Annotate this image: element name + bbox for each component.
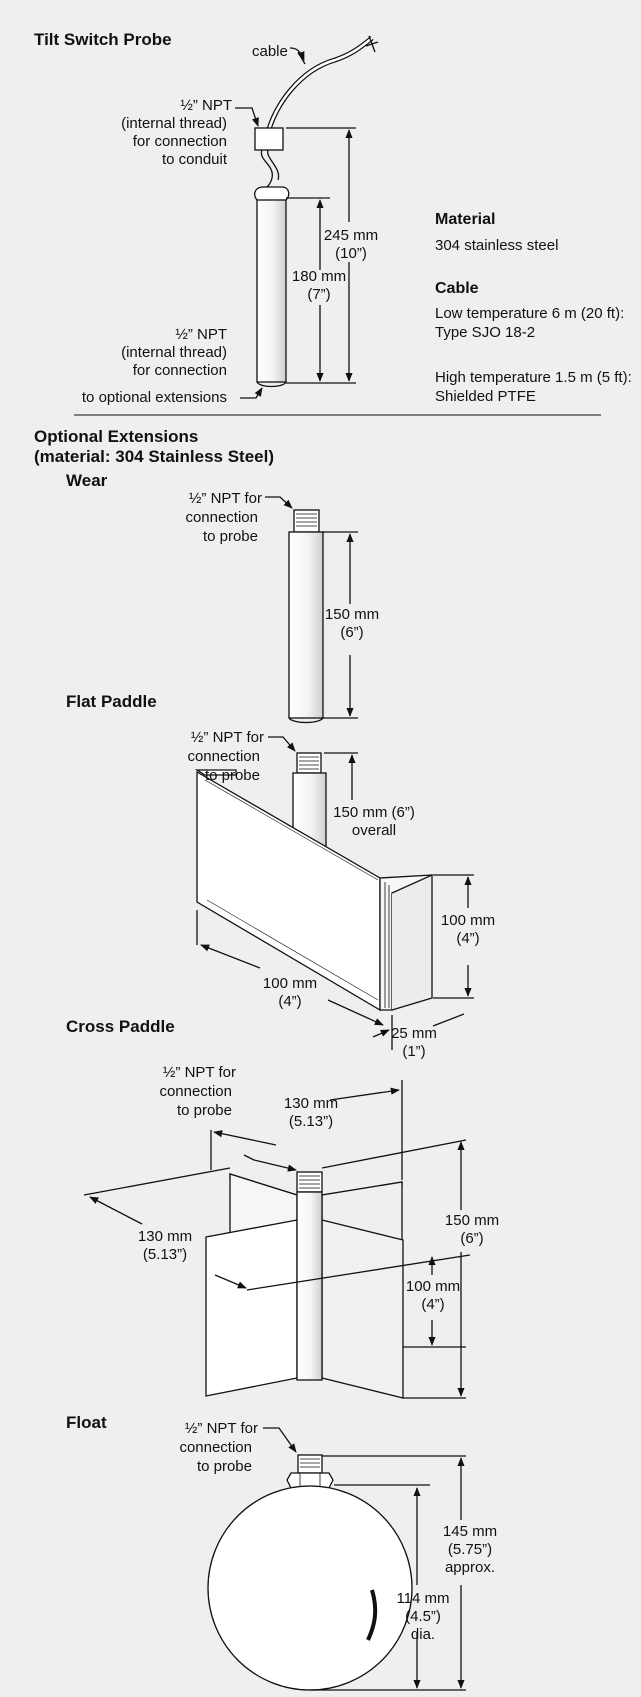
cross-dim-top-2: (5.13”) (288, 1113, 334, 1130)
top-conn-line-2: (internal thread) (121, 115, 227, 132)
material-value: 304 stainless steel (435, 237, 559, 254)
flat-paddle-title: Flat Paddle (66, 692, 157, 711)
material-title: Material (435, 211, 496, 228)
top-conn-line-1: ½” NPT (180, 97, 232, 114)
flat-dim-width-1: 100 mm (262, 975, 318, 992)
wear-dim-1: 150 mm (324, 606, 380, 623)
cable-low-temp-1: Low temperature 6 m (20 ft): (435, 305, 625, 322)
bottom-conn-line-3: for connection (132, 362, 227, 379)
flat-dim-overall-1: 150 mm (6”) (333, 804, 415, 821)
flat-paddle-drawing (194, 736, 474, 1050)
flat-dim-height-1: 100 mm (440, 912, 496, 929)
flat-dim-width-2: (4”) (278, 993, 302, 1010)
cross-dim-top-1: 130 mm (283, 1095, 339, 1112)
float-dim-114-3: dia. (410, 1626, 436, 1643)
wear-conn-1: ½” NPT for (188, 490, 262, 507)
float-dim-145-1: 145 mm (442, 1523, 498, 1540)
cross-paddle-drawing (83, 1080, 471, 1399)
wear-conn-3: to probe (202, 528, 258, 545)
wear-extension-drawing (265, 496, 358, 724)
extensions-subtitle: (material: 304 Stainless Steel) (34, 447, 275, 466)
top-conn-line-3: for connection (132, 133, 227, 150)
float-dim-145-3: approx. (444, 1559, 496, 1576)
flat-dim-height-2: (4”) (456, 930, 480, 947)
cross-dim-left-1: 130 mm (137, 1228, 193, 1245)
float-conn-1: ½” NPT for (184, 1420, 258, 1437)
wear-title: Wear (66, 471, 108, 490)
flat-dim-depth-2: (1”) (402, 1043, 426, 1060)
top-conn-line-4: to conduit (161, 151, 227, 168)
cable-low-temp-2: Type SJO 18-2 (435, 324, 536, 341)
cross-dim-100-1: 100 mm (405, 1278, 461, 1295)
cross-conn-3: to probe (176, 1102, 232, 1119)
dim-180-line-1: 180 mm (291, 268, 347, 285)
cable-label: cable (252, 43, 288, 60)
bottom-conn-line-2: (internal thread) (121, 344, 227, 361)
wear-conn-2: connection (185, 509, 258, 526)
float-dim-114-2: (4.5”) (405, 1608, 441, 1625)
float-dim-145-2: (5.75”) (447, 1541, 493, 1558)
float-conn-2: connection (179, 1439, 252, 1456)
flat-conn-1: ½” NPT for (190, 729, 264, 746)
float-title: Float (66, 1413, 107, 1432)
bottom-conn-line-4: to optional extensions (81, 389, 227, 406)
cross-dim-left-2: (5.13”) (142, 1246, 188, 1263)
dim-245-line-1: 245 mm (323, 227, 379, 244)
flat-conn-3: to probe (204, 767, 260, 784)
flat-conn-2: connection (187, 748, 260, 765)
wear-dim-2: (6”) (340, 624, 364, 641)
cross-dim-150-2: (6”) (460, 1230, 484, 1247)
cross-conn-1: ½” NPT for (162, 1064, 236, 1081)
cable-high-temp-1: High temperature 1.5 m (5 ft): (435, 369, 632, 386)
float-conn-3: to probe (196, 1458, 252, 1475)
float-dim-114-1: 114 mm (396, 1590, 450, 1607)
flat-dim-overall-2: overall (351, 822, 397, 839)
probe-title: Tilt Switch Probe (34, 30, 172, 49)
dim-245-line-2: (10”) (335, 245, 367, 262)
float-drawing (207, 1427, 466, 1691)
dim-180-line-2: (7”) (307, 286, 331, 303)
cross-conn-2: connection (159, 1083, 232, 1100)
cross-dim-150-1: 150 mm (444, 1212, 500, 1229)
bottom-conn-line-1: ½” NPT (175, 326, 227, 343)
tilt-switch-probe-drawing (235, 35, 379, 399)
cable-high-temp-2: Shielded PTFE (435, 388, 536, 405)
cable-title: Cable (435, 280, 479, 297)
extensions-title: Optional Extensions (34, 427, 199, 446)
flat-dim-depth-1: 25 mm (391, 1025, 437, 1042)
cross-paddle-title: Cross Paddle (66, 1017, 175, 1036)
cross-dim-100-2: (4”) (421, 1296, 445, 1313)
